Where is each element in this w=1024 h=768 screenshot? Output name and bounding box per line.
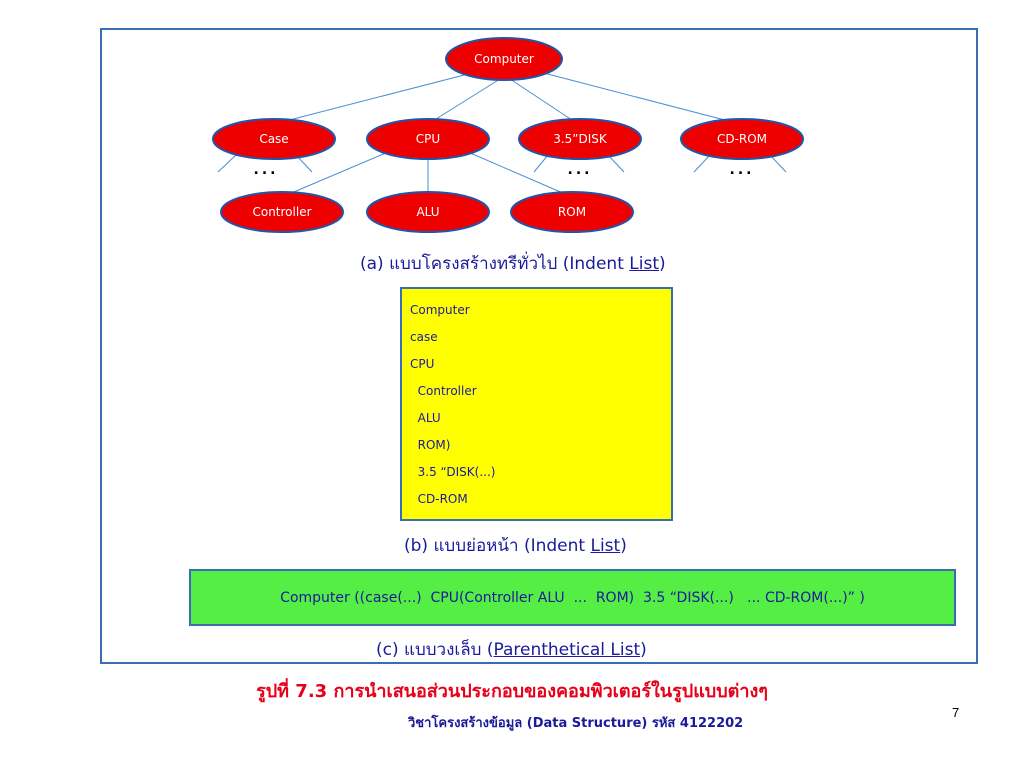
node-case bbox=[212, 118, 336, 160]
node-disk-label: 3.5”DISK bbox=[553, 132, 608, 146]
node-controller-label: Controller bbox=[252, 205, 311, 219]
diagram-frame bbox=[100, 28, 978, 664]
indent-line: ALU bbox=[410, 411, 441, 425]
caption-c-suffix: ) bbox=[640, 640, 647, 660]
edge-disk-right bbox=[607, 154, 625, 173]
edge-computer-cdrom bbox=[539, 71, 741, 125]
edge-computer-cpu bbox=[427, 78, 501, 125]
indent-line: Controller bbox=[410, 384, 477, 398]
cdrom-ellipsis: ... bbox=[730, 162, 755, 178]
node-rom-label: ROM bbox=[558, 205, 586, 219]
indent-list-box: Computer case CPU Controller ALU ROM) 3.… bbox=[400, 287, 673, 521]
edge-computer-disk bbox=[509, 78, 579, 125]
node-case-label: Case bbox=[259, 132, 288, 146]
node-computer bbox=[445, 37, 563, 81]
node-cdrom-label: CD-ROM bbox=[717, 132, 767, 146]
caption-a: (a) แบบโครงสร้างทรีทั่วไป (Indent List) bbox=[360, 250, 666, 277]
caption-c: (c) แบบวงเล็บ (Parenthetical List) bbox=[376, 636, 647, 663]
caption-a-prefix: (a) แบบโครงสร้างทรีทั่วไป (Indent bbox=[360, 254, 630, 274]
node-disk bbox=[518, 118, 642, 160]
edge-disk-left bbox=[533, 154, 549, 173]
caption-a-suffix: ) bbox=[658, 254, 666, 274]
edge-cpu-controller bbox=[281, 151, 389, 198]
page-number: 7 bbox=[952, 705, 960, 720]
subject-line: วิชาโครงสร้างข้อมูล (Data Structure) รหั… bbox=[408, 716, 744, 731]
caption-c-prefix: (c) แบบวงเล็บ ( bbox=[376, 640, 494, 660]
indent-line: Computer bbox=[410, 303, 470, 317]
indent-line: CPU bbox=[410, 357, 435, 371]
edge-cdrom-right bbox=[769, 154, 787, 173]
caption-b-prefix: (b) แบบย่อหน้า (Indent bbox=[404, 536, 591, 556]
caption-b-list: List bbox=[590, 536, 621, 556]
node-alu-label: ALU bbox=[416, 205, 439, 219]
disk-ellipsis: ... bbox=[568, 162, 593, 178]
node-rom bbox=[510, 191, 634, 233]
figure-caption: รูปที่ 7.3 การนำเสนอส่วนประกอบของคอมพิวเ… bbox=[256, 681, 768, 702]
edge-cdrom-left bbox=[693, 154, 711, 173]
indent-line: case bbox=[410, 330, 438, 344]
indent-line: 3.5 “DISK(...) bbox=[410, 465, 496, 479]
node-cpu-label: CPU bbox=[416, 132, 440, 146]
edge-cpu-rom bbox=[467, 151, 573, 198]
node-alu bbox=[366, 191, 490, 233]
caption-c-list: Parenthetical List bbox=[493, 640, 641, 660]
caption-b-suffix: ) bbox=[620, 536, 627, 556]
indent-line: CD-ROM bbox=[410, 492, 468, 506]
node-controller bbox=[220, 191, 344, 233]
case-ellipsis: ... bbox=[254, 162, 279, 178]
caption-b: (b) แบบย่อหน้า (Indent List) bbox=[404, 532, 627, 559]
edge-case-left bbox=[217, 154, 237, 173]
parenthetical-box: Computer ((case(...) CPU(Controller ALU … bbox=[189, 569, 956, 626]
caption-a-list: List bbox=[629, 254, 659, 274]
tree-diagram: Computer Case CPU 3.5”DISK CD-ROM Contro… bbox=[212, 37, 804, 233]
node-computer-label: Computer bbox=[474, 52, 534, 66]
node-cdrom bbox=[680, 118, 804, 160]
node-cpu bbox=[366, 118, 490, 160]
edge-computer-case bbox=[273, 73, 469, 125]
indent-line: ROM) bbox=[410, 438, 451, 452]
parenthetical-text: Computer ((case(...) CPU(Controller ALU … bbox=[280, 589, 865, 606]
